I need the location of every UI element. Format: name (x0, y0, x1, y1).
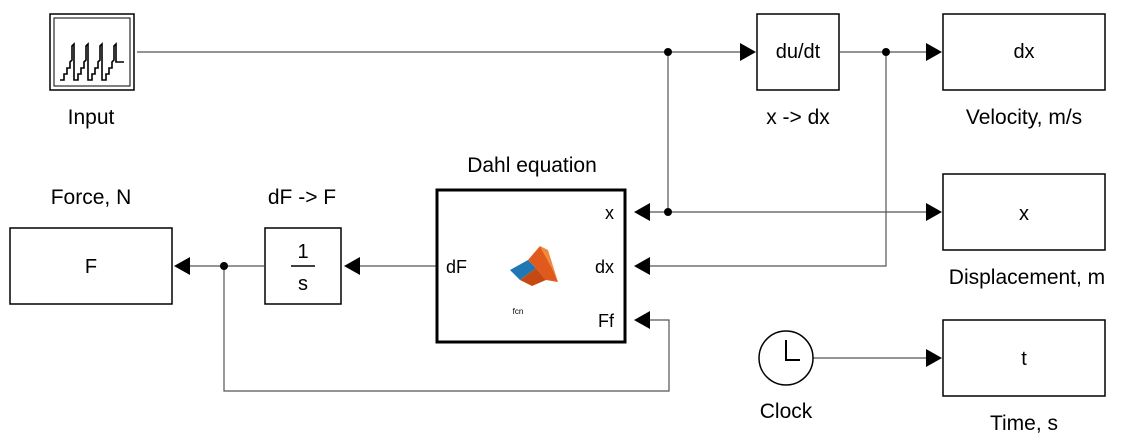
derivative-block-text: du/dt (776, 41, 821, 63)
force-block-text: F (85, 256, 97, 278)
displacement-label: Displacement, m (949, 266, 1105, 289)
dahl-port-dx: dx (595, 257, 614, 277)
dahl-port-df: dF (446, 257, 467, 277)
force-block[interactable]: Force, N F (9, 186, 173, 305)
time-block-text: t (1021, 348, 1027, 370)
arrow-into-dahl-dx (634, 257, 650, 275)
time-label: Time, s (990, 412, 1058, 435)
wire-feedback-to-ff[interactable] (223, 266, 670, 392)
integrator-denominator: s (298, 273, 308, 295)
velocity-label: Velocity, m/s (966, 106, 1082, 129)
dahl-title: Dahl equation (467, 154, 597, 177)
input-label: Input (68, 106, 115, 129)
arrow-into-force (174, 257, 190, 275)
displacement-block[interactable]: x Displacement, m (942, 173, 1106, 289)
clock-label: Clock (760, 400, 813, 423)
velocity-block-text: dx (1013, 41, 1034, 63)
dahl-port-ff: Ff (598, 311, 615, 331)
arrow-into-dahl-x (634, 203, 650, 221)
arrowheads (174, 43, 942, 367)
matlab-logo-icon (510, 246, 558, 286)
arrow-into-time (926, 349, 942, 367)
signal-lines (137, 51, 926, 392)
arrow-into-integrator (344, 257, 360, 275)
clock-block[interactable]: Clock (758, 330, 814, 423)
force-label: Force, N (51, 186, 132, 209)
derivative-block[interactable]: du/dt x -> dx (756, 13, 840, 129)
junctions (220, 48, 890, 270)
junction-dx (882, 48, 890, 56)
junction-input (664, 48, 672, 56)
dahl-fcn-label: fcn (513, 307, 524, 316)
time-block[interactable]: t Time, s (942, 319, 1106, 435)
arrow-into-dahl-ff (634, 311, 650, 329)
displacement-block-text: x (1019, 203, 1029, 225)
velocity-block[interactable]: dx Velocity, m/s (942, 13, 1106, 129)
arrow-into-displacement (926, 203, 942, 221)
velocity-block-frame[interactable] (942, 13, 1106, 91)
signal-waveform-icon (60, 42, 124, 81)
junction-x (664, 208, 672, 216)
force-block-frame[interactable] (9, 227, 173, 305)
derivative-label: x -> dx (766, 106, 830, 129)
dahl-port-x: x (605, 203, 614, 223)
integrator-block[interactable]: dF -> F 1 s (264, 186, 342, 305)
integrator-numerator: 1 (297, 241, 308, 263)
arrow-into-velocity (926, 43, 942, 61)
wire-dx-to-dahl[interactable] (650, 52, 887, 267)
integrator-label: dF -> F (268, 186, 336, 209)
derivative-block-frame[interactable] (756, 13, 840, 91)
dahl-equation-block[interactable]: Dahl equation x dx Ff dF fcn (435, 154, 627, 344)
arrow-into-derivative (740, 43, 756, 61)
displacement-block-frame[interactable] (942, 173, 1106, 251)
junction-force (220, 262, 228, 270)
wire-input-to-dahl-x[interactable] (650, 52, 669, 213)
input-block[interactable]: Input (49, 13, 135, 129)
time-block-frame[interactable] (942, 319, 1106, 397)
